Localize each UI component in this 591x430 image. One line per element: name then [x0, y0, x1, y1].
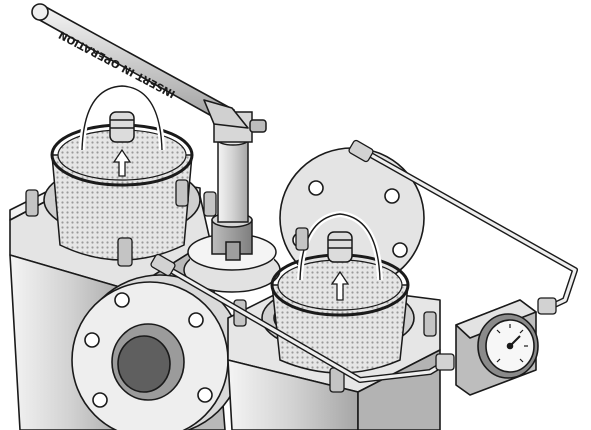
- left-housing-studs: [25, 179, 217, 267]
- tube-fittings: [150, 139, 557, 371]
- left-strainer-basket: [50, 82, 194, 261]
- gauge-dial-ticks: [496, 324, 528, 363]
- changeover-handle[interactable]: INSERT IN OPERATION: [31, 3, 249, 129]
- differential-pressure-gauge: [455, 299, 539, 396]
- left-inlet-flange: [71, 274, 243, 430]
- changeover-valve-stem: [183, 111, 281, 293]
